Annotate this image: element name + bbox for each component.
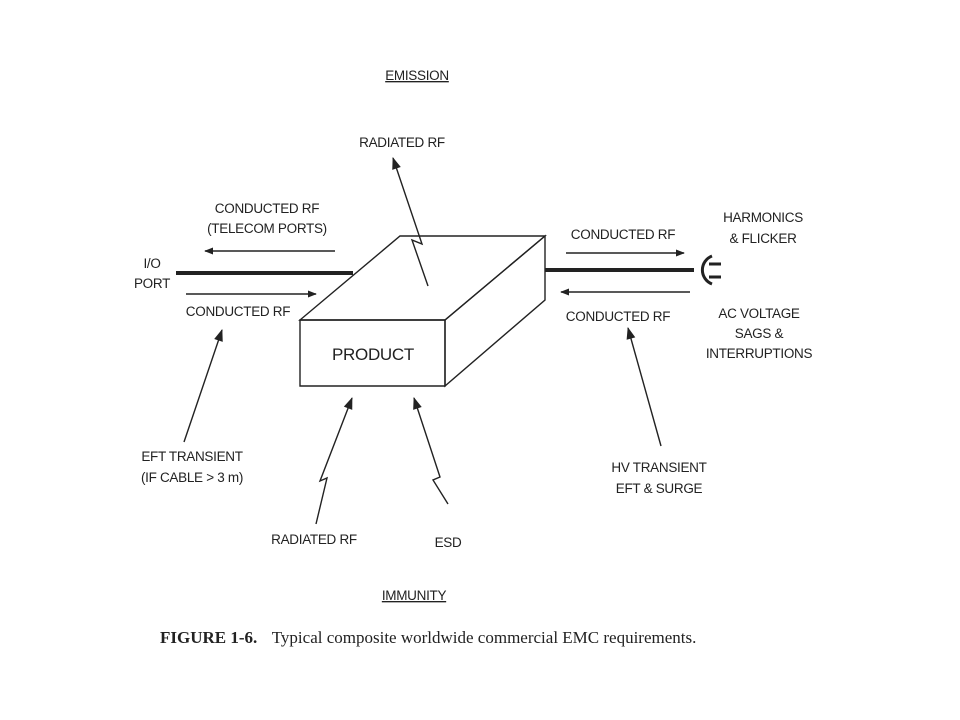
product-label: PRODUCT: [332, 345, 414, 364]
conducted-rf-telecom-label: CONDUCTED RF: [215, 201, 319, 216]
eft-transient-arrow: [183, 329, 223, 443]
immunity-heading: IMMUNITY: [382, 588, 447, 603]
interruptions-label: INTERRUPTIONS: [706, 346, 813, 361]
io-label: I/O: [143, 256, 160, 271]
sags-label: SAGS &: [735, 326, 784, 341]
harmonics-label: HARMONICS: [723, 210, 803, 225]
radiated-rf-immunity-arrow: [315, 397, 353, 525]
hv-transient-label: HV TRANSIENT: [611, 460, 706, 475]
hv-transient-arrow: [626, 327, 662, 447]
telecom-ports-label: (TELECOM PORTS): [207, 221, 327, 236]
radiated-rf-emission-arrow: [392, 157, 429, 287]
radiated-rf-bottom-label: RADIATED RF: [271, 532, 357, 547]
conducted-rf-ac-out-label: CONDUCTED RF: [571, 227, 675, 242]
eft-transient-label: EFT TRANSIENT: [141, 449, 242, 464]
esd-arrow: [413, 397, 449, 505]
figure-number: FIGURE 1-6.: [160, 628, 257, 647]
esd-label: ESD: [435, 535, 462, 550]
eft-surge-label: EFT & SURGE: [616, 481, 703, 496]
ac-plug-icon: [700, 254, 721, 286]
radiated-rf-top-label: RADIATED RF: [359, 135, 445, 150]
conducted-rf-io-in-label: CONDUCTED RF: [186, 304, 290, 319]
ac-voltage-label: AC VOLTAGE: [718, 306, 800, 321]
product-box: [298, 234, 547, 388]
emission-heading: EMISSION: [385, 68, 449, 83]
caption-text: Typical composite worldwide commercial E…: [272, 628, 697, 647]
figure-caption: FIGURE 1-6. Typical composite worldwide …: [160, 628, 696, 647]
conducted-rf-ac-in-label: CONDUCTED RF: [566, 309, 670, 324]
port-label: PORT: [134, 276, 170, 291]
flicker-label: & FLICKER: [729, 231, 797, 246]
eft-cable-label: (IF CABLE > 3 m): [141, 470, 243, 485]
